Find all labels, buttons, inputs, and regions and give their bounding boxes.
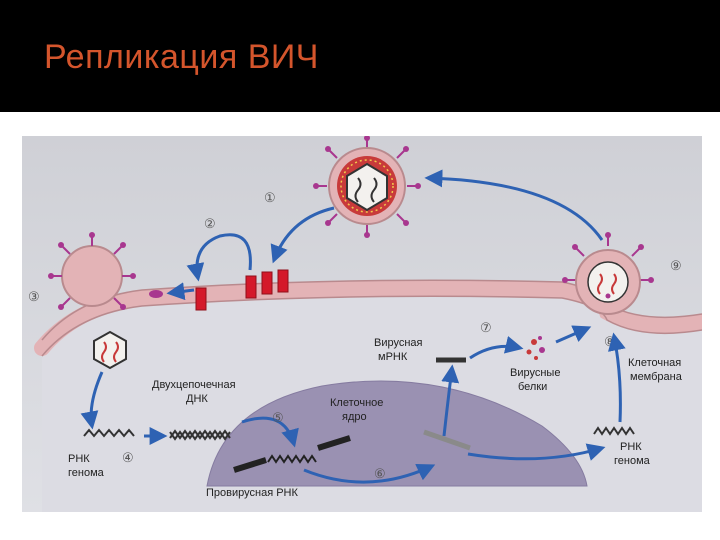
dna-label-2: ДНК (186, 393, 208, 405)
mrna-label-1: Вирусная (374, 337, 423, 349)
step-9-marker: ⑨ (670, 258, 682, 273)
virion-icon (313, 136, 421, 238)
nucleus-label-2: ядро (342, 411, 367, 423)
nucleus-label-1: Клеточное (330, 397, 383, 409)
step-6-marker: ⑥ (374, 466, 386, 481)
step-5-marker: ⑤ (272, 410, 284, 425)
hiv-replication-diagram: ③ ① ② (22, 136, 702, 512)
released-particle (149, 290, 163, 298)
proteins-label-2: белки (518, 381, 547, 393)
step-4-marker: ④ (122, 450, 134, 465)
capsid-icon (94, 332, 126, 368)
rna-genome-left-label-2: генома (68, 467, 105, 479)
membrane-label-1: Клеточная (628, 357, 681, 369)
rna-genome-right-label-1: РНК (620, 441, 642, 453)
step-2-marker: ② (204, 216, 216, 231)
title-bar: Репликация ВИЧ (0, 0, 720, 112)
provirus-label: Провирусная РНК (206, 487, 298, 499)
membrane-label-2: мембрана (630, 371, 683, 383)
step-1-marker: ① (264, 190, 276, 205)
step-3-marker: ③ (28, 289, 40, 304)
proteins-label-1: Вирусные (510, 367, 560, 379)
rna-genome-left-label-1: РНК (68, 453, 90, 465)
dna-label-1: Двухцепочечная (152, 379, 236, 391)
rna-genome-right-label-2: генома (614, 455, 651, 467)
slide-title: Репликация ВИЧ (44, 38, 319, 77)
mrna-label-2: мРНК (378, 351, 408, 363)
step-7-marker: ⑦ (480, 320, 492, 335)
